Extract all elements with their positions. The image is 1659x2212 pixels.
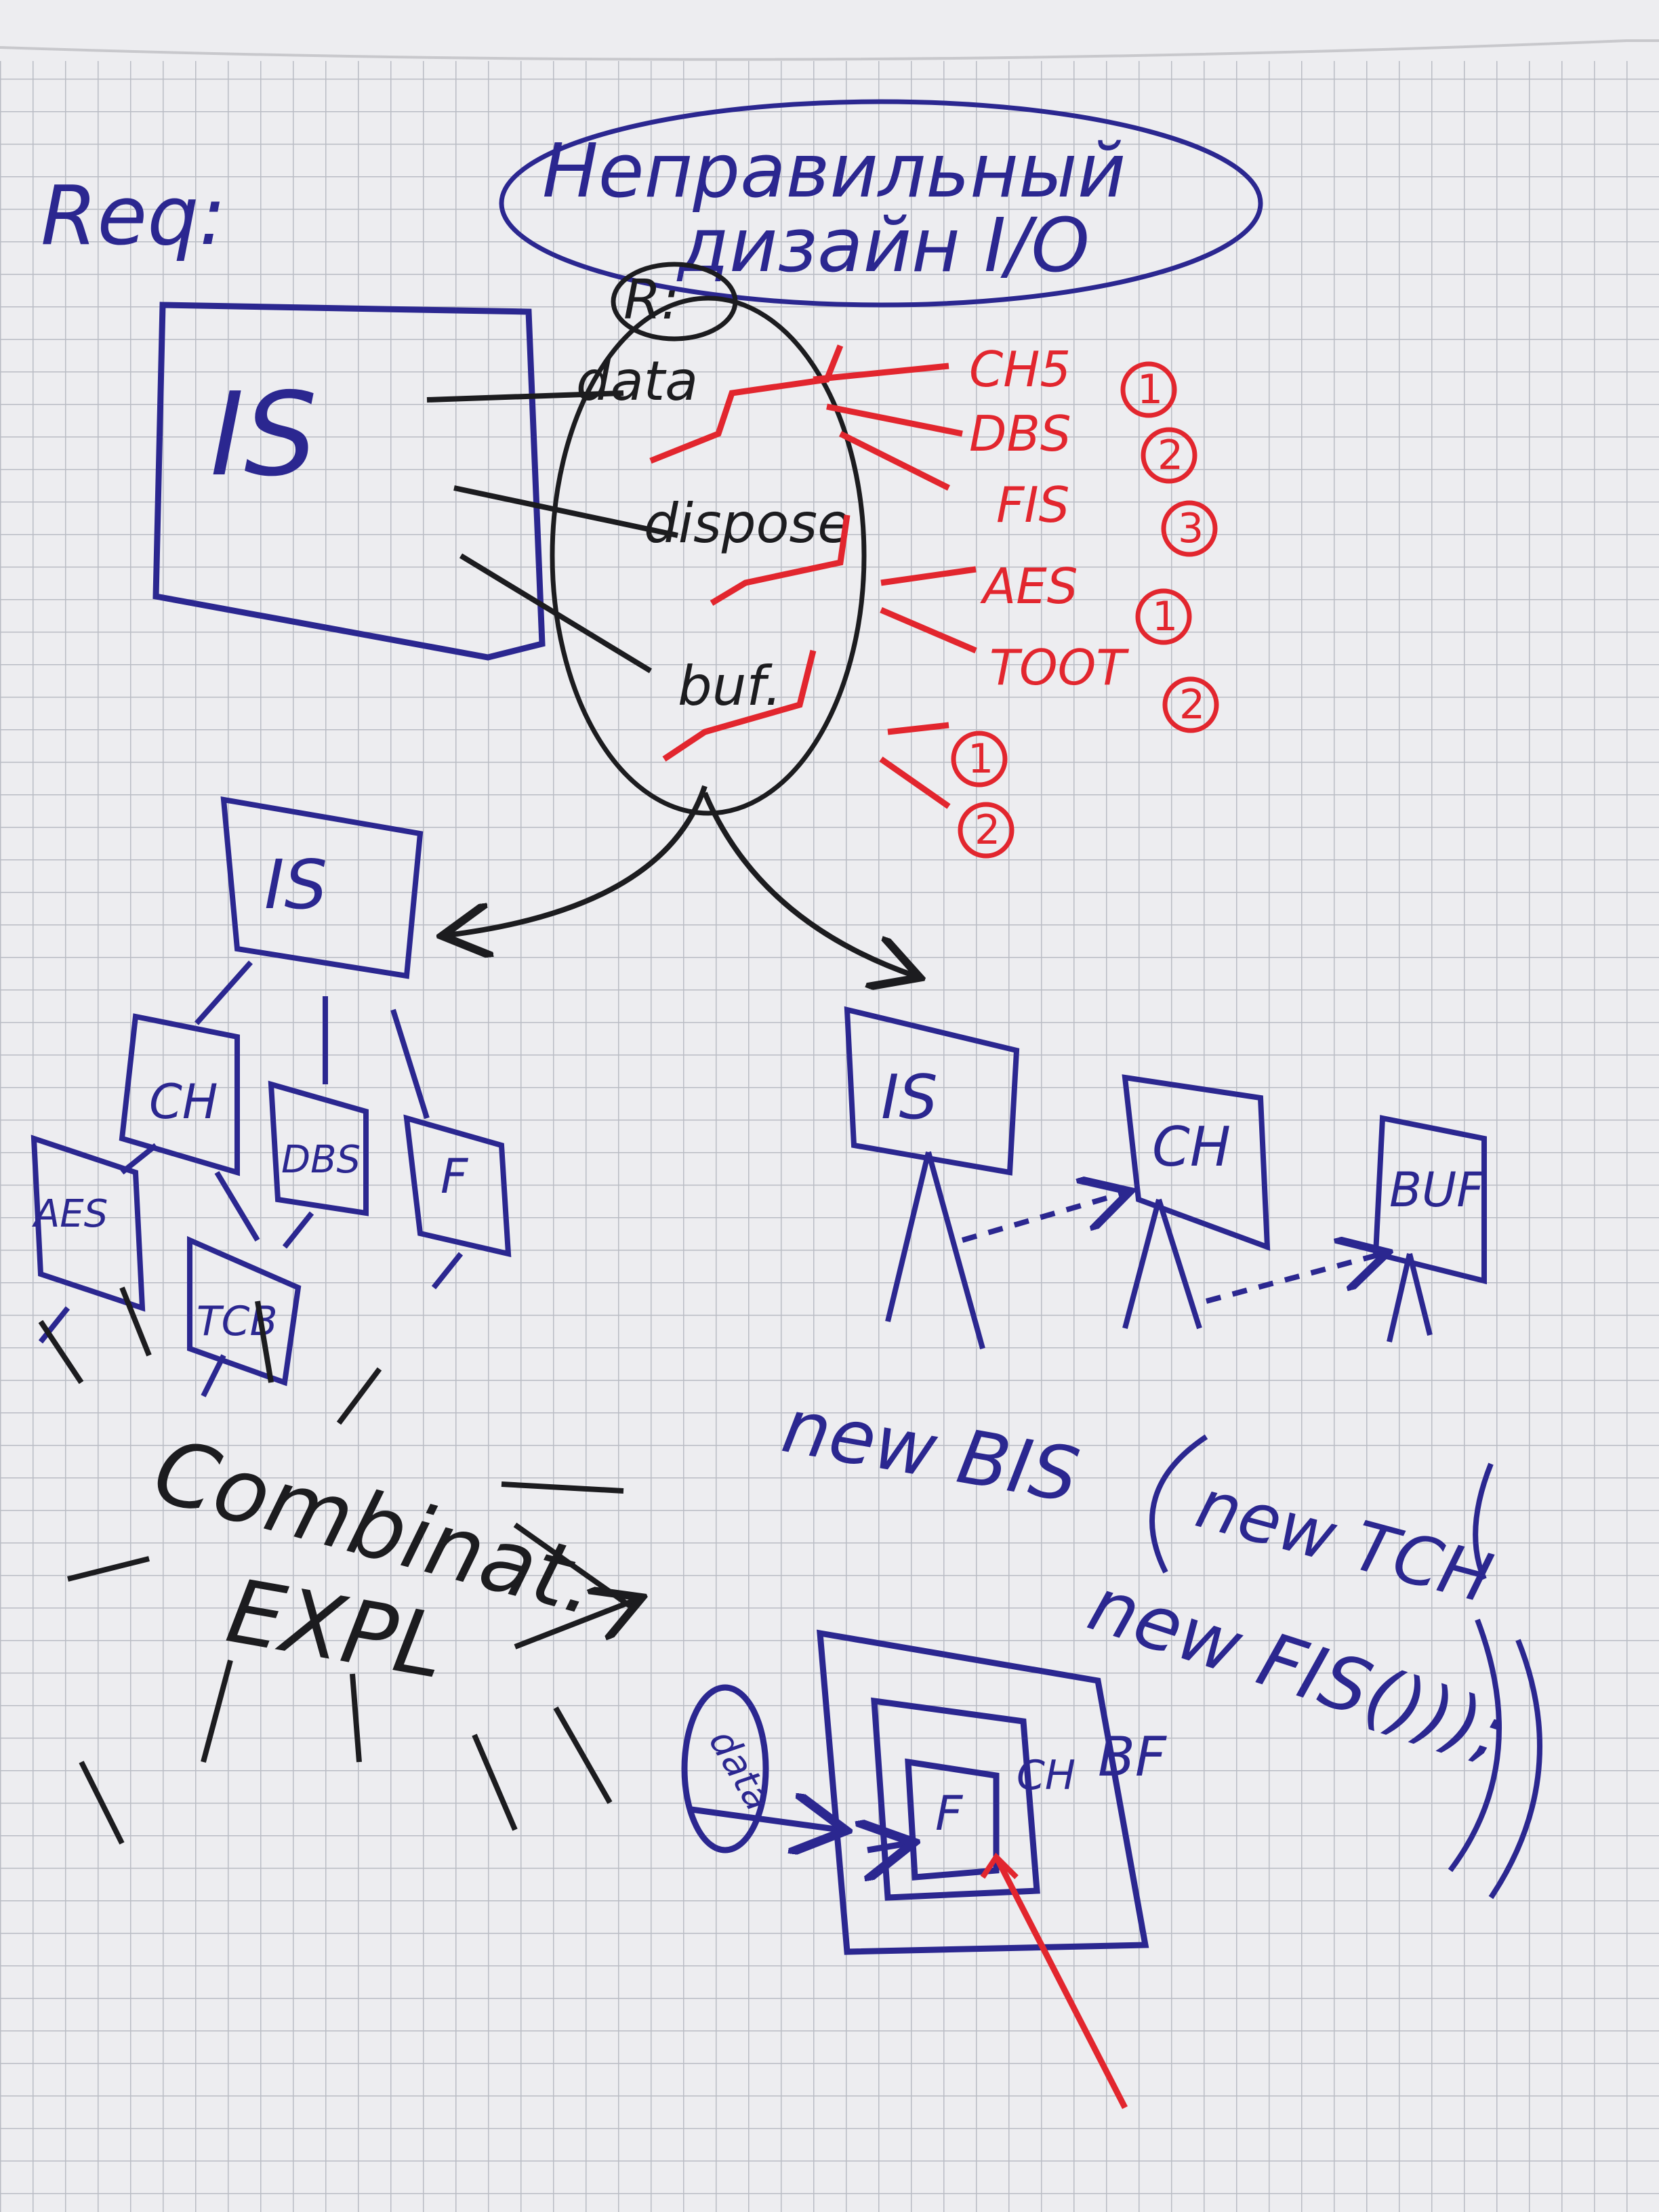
red-item-badge: 2 [1158, 432, 1183, 479]
left-tree [30, 796, 512, 1397]
red-badge-circle [1141, 427, 1197, 484]
chain-dashed-arrow-1 [961, 1193, 1125, 1243]
title-oval [499, 99, 1263, 308]
chain-label-is: IS [881, 1062, 938, 1133]
red-item-badge: 2 [975, 806, 1000, 854]
arrow-to-left-tree [447, 785, 708, 935]
red-item-badge: 1 [1152, 593, 1178, 640]
outer-box-label: BF [1098, 1725, 1167, 1788]
inner-arrow [867, 1843, 908, 1850]
red-pointers [649, 344, 977, 809]
red-badge-circle [1161, 500, 1218, 557]
red-list: CH5 1 DBS 2 FIS 3 AES 1 TOOT 2 1 2 [951, 341, 1219, 859]
right-chain [844, 1006, 1487, 1350]
red-item-badge: 1 [968, 735, 994, 783]
red-item-label: AES [980, 558, 1078, 615]
r-oval [550, 295, 867, 816]
red-badge-circle [958, 802, 1015, 859]
tree-child-label: DBS [281, 1138, 361, 1182]
new-expression-paren-1 [1149, 1434, 1208, 1574]
red-item-badge: 2 [1179, 681, 1205, 729]
arrow-to-right-chain [702, 792, 915, 976]
red-item-label: FIS [996, 476, 1069, 533]
red-badge-circle [951, 731, 1008, 787]
tree-grandchild-box-aes [30, 1134, 146, 1312]
tree-child-label: CH [149, 1074, 218, 1130]
combinat-arrow [514, 1599, 637, 1650]
tree-child-box-dbs [268, 1080, 369, 1216]
sheet-top-edge [0, 39, 1659, 61]
tree-grandchild-box-tcb [187, 1235, 302, 1387]
r-item-dispose: dispose [644, 492, 851, 555]
nested-boxes [681, 1629, 1149, 1955]
r-item-data: data [576, 350, 698, 413]
red-item-badge: 1 [1137, 366, 1163, 413]
is-box-label: IS [210, 368, 317, 502]
chain-box-buf [1372, 1115, 1487, 1285]
red-item-badge: 3 [1178, 505, 1204, 552]
tree-links [38, 960, 464, 1397]
r-item-buf: buf. [678, 655, 782, 718]
red-badge-circle [1135, 588, 1192, 645]
chain-legs [885, 1151, 1433, 1350]
red-item-label: TOOT [989, 639, 1129, 696]
combinat-burst-lines [38, 1286, 632, 1845]
title-line-1: Неправильный [542, 127, 1126, 214]
data-arrow [691, 1809, 840, 1830]
tree-child-box-f [403, 1114, 512, 1258]
red-arrow [993, 1855, 1128, 2110]
middle-box-label: CH [1017, 1752, 1076, 1799]
red-badge-circle [1120, 361, 1177, 418]
r-label: R: [623, 268, 680, 331]
chain-label-buf: BUF [1389, 1162, 1485, 1218]
chain-box-ch [1122, 1074, 1271, 1251]
tree-child-label: F [441, 1149, 469, 1204]
title-line-2: дизайн I/O [676, 202, 1090, 289]
tree-root-label: IS [264, 845, 327, 924]
red-arrow-head [980, 1852, 1019, 1879]
red-badge-circle [1162, 676, 1219, 733]
new-expression-closing-parens [1448, 1462, 1542, 1900]
chain-box-is [844, 1006, 1020, 1176]
is-box [152, 302, 546, 661]
red-item-label: DBS [969, 405, 1071, 462]
red-item-label: CH5 [969, 341, 1071, 398]
inner-box-label: F [935, 1786, 964, 1841]
tree-grandchild-label: AES [32, 1192, 108, 1236]
tree-root-box [220, 796, 424, 979]
data-oval [681, 1684, 769, 1853]
tree-child-box-ch [119, 1013, 240, 1176]
req-label: Req: [41, 169, 226, 264]
chain-dashed-arrow-2 [1205, 1254, 1382, 1304]
chain-label-ch: CH [1152, 1115, 1231, 1179]
